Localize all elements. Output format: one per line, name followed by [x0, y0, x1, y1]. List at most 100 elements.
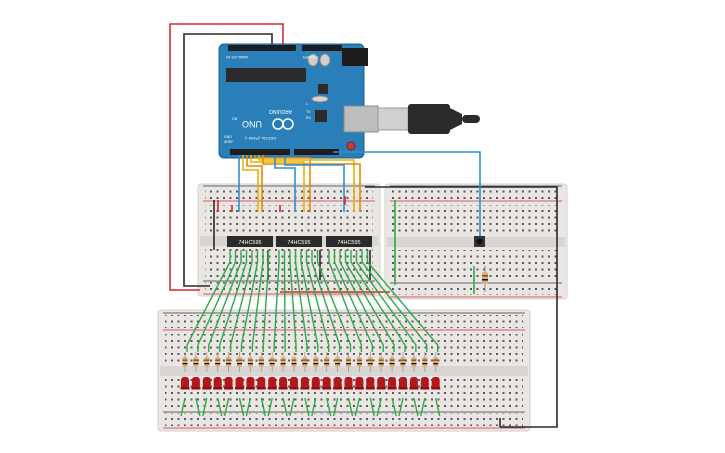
led-signal-wire	[311, 250, 341, 352]
chip-label: 74HC595	[238, 240, 261, 246]
led-icon[interactable]	[387, 377, 397, 390]
led-signal-wire	[366, 250, 439, 352]
led-icon[interactable]	[191, 377, 201, 390]
resistor-icon	[389, 352, 395, 372]
led-ground-wire	[398, 397, 404, 417]
led-ground-wire	[238, 397, 245, 417]
led-signal-wire	[316, 250, 352, 352]
resistor-icon	[378, 352, 384, 372]
resistor-icon	[356, 352, 362, 372]
led-icon[interactable]	[256, 377, 266, 390]
capacitor-icon	[307, 53, 319, 67]
led-icon[interactable]	[224, 377, 234, 390]
led-icon[interactable]	[202, 377, 212, 390]
led-signal-wire	[229, 250, 253, 352]
small-chip	[315, 110, 327, 122]
resistor-icon	[313, 352, 319, 372]
led-icon[interactable]	[354, 377, 364, 390]
led-icon[interactable]	[180, 377, 190, 390]
led-icon[interactable]	[322, 377, 332, 390]
resistor-icon	[204, 352, 210, 372]
led-signal-wire	[344, 250, 395, 352]
resistor-icon	[335, 352, 341, 372]
microcontroller-chip	[226, 68, 306, 82]
led-signal-wire	[262, 250, 270, 352]
led-icon[interactable]	[289, 377, 299, 390]
led-ground-wire	[180, 397, 186, 417]
arduino-logo-icon	[272, 118, 294, 130]
voltage-regulator	[318, 84, 328, 94]
reset-button[interactable]	[346, 141, 356, 151]
resistor-icon	[258, 352, 264, 372]
shift-register-2[interactable]: 74HC595	[276, 236, 322, 247]
led-ground-wire	[347, 397, 354, 417]
led-signal-wire	[300, 250, 319, 352]
resistor-icon	[226, 352, 232, 372]
led-signal-wire	[305, 250, 330, 352]
led-ground-wire	[195, 397, 201, 417]
led-ground-wire	[326, 397, 332, 417]
led-icon[interactable]	[278, 377, 288, 390]
usb-port	[343, 105, 379, 133]
led-ground-wire	[354, 397, 361, 417]
resistor-icon	[280, 352, 286, 372]
power-header-label: POWER	[303, 55, 318, 60]
led-signal-wire	[350, 250, 406, 352]
led-icon[interactable]	[333, 377, 343, 390]
chip-label: 74HC595	[287, 240, 310, 246]
crystal	[311, 95, 329, 103]
led-signal-wire	[361, 250, 428, 352]
led-icon[interactable]	[213, 377, 223, 390]
led-ground-wire	[245, 397, 252, 417]
led-ground-wire	[311, 397, 317, 417]
resistor-icon	[411, 352, 417, 372]
led-array	[180, 352, 441, 390]
arduino-uno[interactable]: UNO ARDUINO DIGITAL (PWM~) POWER ANALOG …	[218, 43, 379, 159]
board-model-label: UNO	[242, 119, 262, 129]
led-signal-wire	[328, 250, 363, 352]
resistor-icon	[237, 352, 242, 372]
led-signal-wire	[186, 250, 231, 352]
led-icon[interactable]	[420, 377, 430, 390]
resistor-icon	[400, 352, 406, 372]
analog-header[interactable]	[230, 149, 290, 155]
shift-register-3[interactable]: 74HC595	[326, 236, 372, 247]
led-ground-wire	[435, 397, 441, 417]
chip-label: 74HC595	[337, 240, 360, 246]
led-signal-wire	[283, 250, 286, 352]
shift-register-1[interactable]: 74HC595	[227, 236, 273, 247]
analog-header-2[interactable]	[294, 149, 339, 155]
led-wires	[180, 250, 441, 417]
resistor-icon	[215, 352, 221, 372]
resistor-icon	[182, 352, 188, 372]
led-icon[interactable]	[344, 377, 353, 390]
resistor-icon	[346, 352, 351, 372]
led-ground-wire	[391, 397, 397, 417]
led-icon[interactable]	[300, 377, 310, 390]
gnd-label: GND	[224, 135, 232, 139]
resistor-icon	[269, 352, 275, 372]
power-wires	[169, 23, 558, 428]
resistor-icon	[247, 352, 253, 372]
push-button-icon[interactable]	[474, 236, 485, 247]
power-jack	[342, 48, 368, 66]
led-icon[interactable]	[376, 377, 386, 390]
led-icon[interactable]	[409, 377, 419, 390]
led-icon[interactable]	[235, 377, 244, 390]
led-icon[interactable]	[245, 377, 255, 390]
led-icon[interactable]	[431, 377, 441, 390]
led-ground-wire	[260, 397, 266, 417]
led-icon[interactable]	[267, 377, 277, 390]
led-ground-wire	[304, 397, 310, 417]
led-ground-wire	[369, 397, 375, 417]
digital-header[interactable]	[228, 45, 296, 51]
led-icon[interactable]	[398, 377, 408, 390]
led-signal-wire	[251, 250, 264, 352]
on-label: ON	[232, 117, 238, 121]
led-ground-wire	[289, 397, 295, 417]
power-header[interactable]	[302, 45, 342, 51]
led-icon[interactable]	[311, 377, 321, 390]
led-icon[interactable]	[365, 377, 375, 390]
l-label: L	[306, 102, 308, 106]
led-signal-wire	[219, 250, 248, 352]
